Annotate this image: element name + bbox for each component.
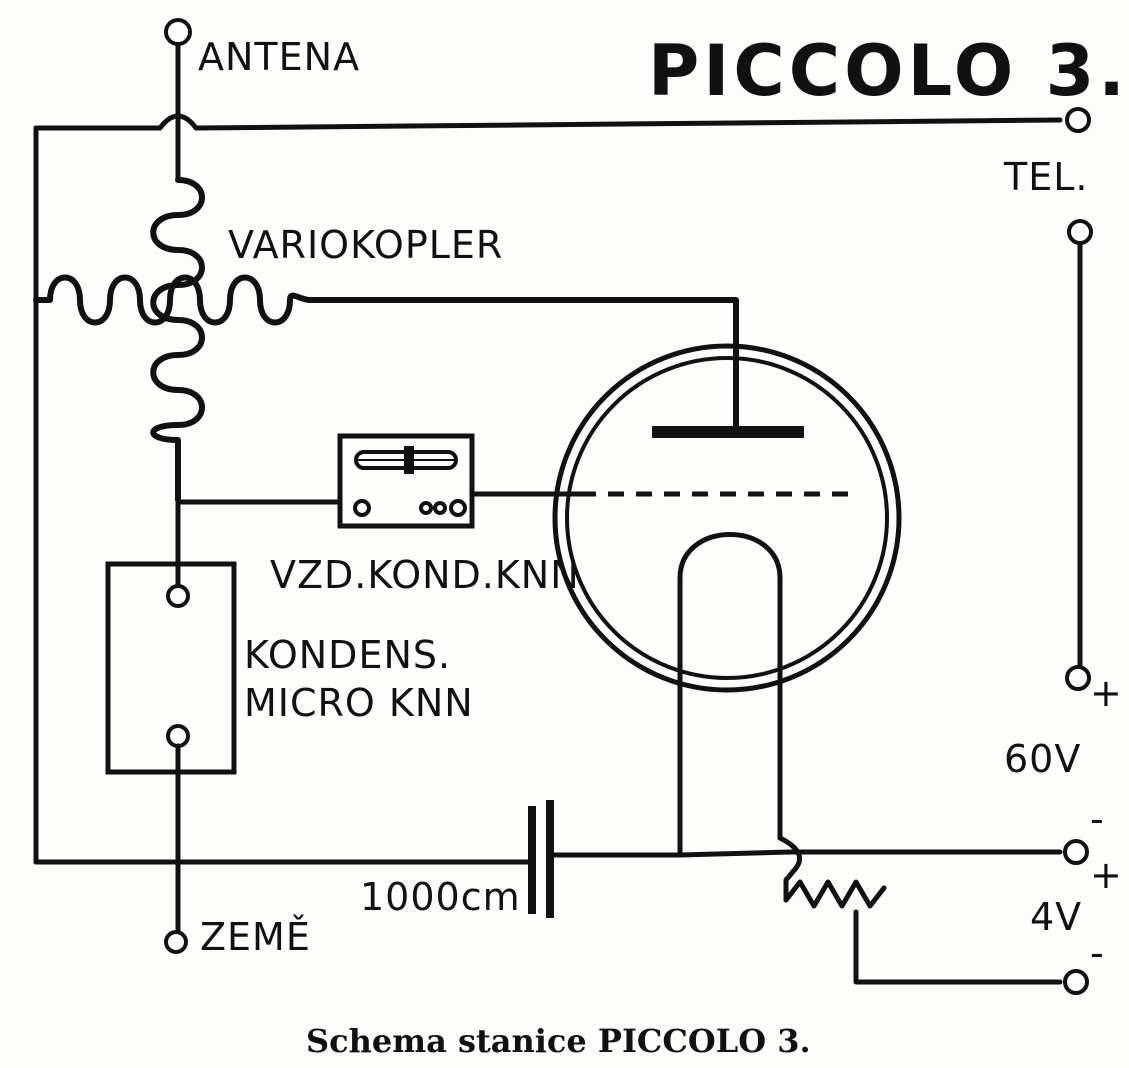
variable-condenser-terminal-top	[166, 584, 190, 608]
variable-condenser-body	[105, 561, 237, 775]
rheostat	[783, 879, 887, 909]
minus-4v-terminal	[1063, 839, 1089, 865]
filament-voltage-label: 4V	[1030, 895, 1082, 939]
schematic-caption: Schema stanice PICCOLO 3.	[306, 1022, 811, 1060]
variable-condenser-terminal-bottom	[166, 724, 190, 748]
grid-condenser-label: VZD.KOND.KNN	[270, 553, 580, 597]
tel-terminal-bottom	[1067, 219, 1093, 245]
tube-envelope-outer	[552, 343, 902, 693]
grid-condenser-body	[337, 433, 475, 529]
ground-terminal	[164, 930, 188, 954]
variocoupler-primary-coil	[150, 177, 205, 503]
grid-condenser-screw-2	[433, 501, 447, 515]
fixed-condenser-label: 1000cm	[360, 875, 521, 919]
bottom-bus-right	[549, 849, 1063, 858]
high-voltage-label: 60V	[1004, 737, 1081, 781]
variable-condenser-label-line1: KONDENS.	[244, 633, 451, 677]
tel-terminal-top	[1065, 107, 1091, 133]
plus-60v-terminal	[1065, 665, 1091, 691]
grid-condenser-tube	[354, 446, 458, 474]
minus-4v-sign: -	[1090, 797, 1105, 841]
tube-filament	[677, 532, 783, 858]
grid-condenser-terminal-right	[449, 499, 467, 517]
variable-condenser-label-line2: MICRO KNN	[244, 681, 474, 725]
plus-60v-sign: +	[1090, 671, 1123, 715]
top-bus-wire	[33, 113, 1063, 131]
grid-condenser-terminal-left	[353, 499, 371, 517]
vacuum-tube	[552, 343, 902, 858]
variocoupler-secondary-coil	[33, 274, 739, 435]
minus-bottom-terminal	[1063, 969, 1089, 995]
filament-right-lead	[777, 835, 802, 903]
plus-4v-sign: +	[1090, 853, 1123, 897]
minus-bottom-sign: -	[1090, 931, 1105, 975]
variocoupler-label: VARIOKOPLER	[228, 223, 503, 267]
antenna-label: ANTENA	[198, 35, 360, 79]
grid-condenser-screw-1	[419, 501, 433, 515]
schematic-title: PICCOLO 3.	[648, 30, 1129, 112]
ground-label: ZEMĚ	[200, 915, 311, 959]
rheostat-wiper	[853, 909, 1063, 985]
tube-envelope-inner	[565, 356, 889, 680]
telephone-label: TEL.	[1003, 155, 1088, 199]
antenna-terminal	[164, 18, 192, 46]
